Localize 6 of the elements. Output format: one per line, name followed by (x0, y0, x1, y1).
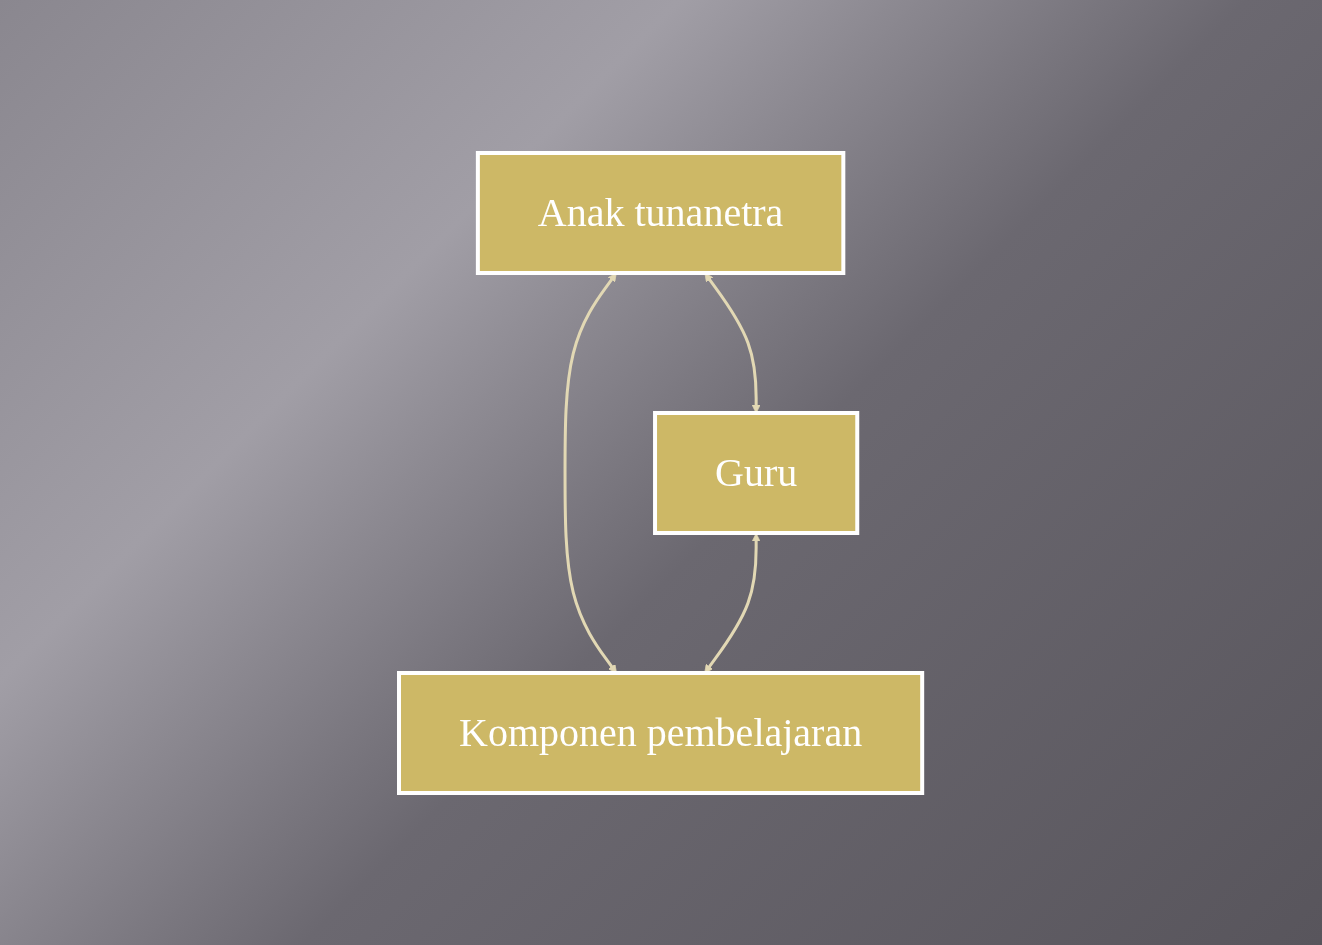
node-box: Komponen pembelajaran (397, 670, 925, 795)
arrow (704, 532, 761, 673)
arrow (563, 272, 618, 673)
arrow (704, 272, 761, 413)
node-box: Guru (653, 410, 860, 535)
node-box: Anak tunanetra (476, 150, 846, 275)
